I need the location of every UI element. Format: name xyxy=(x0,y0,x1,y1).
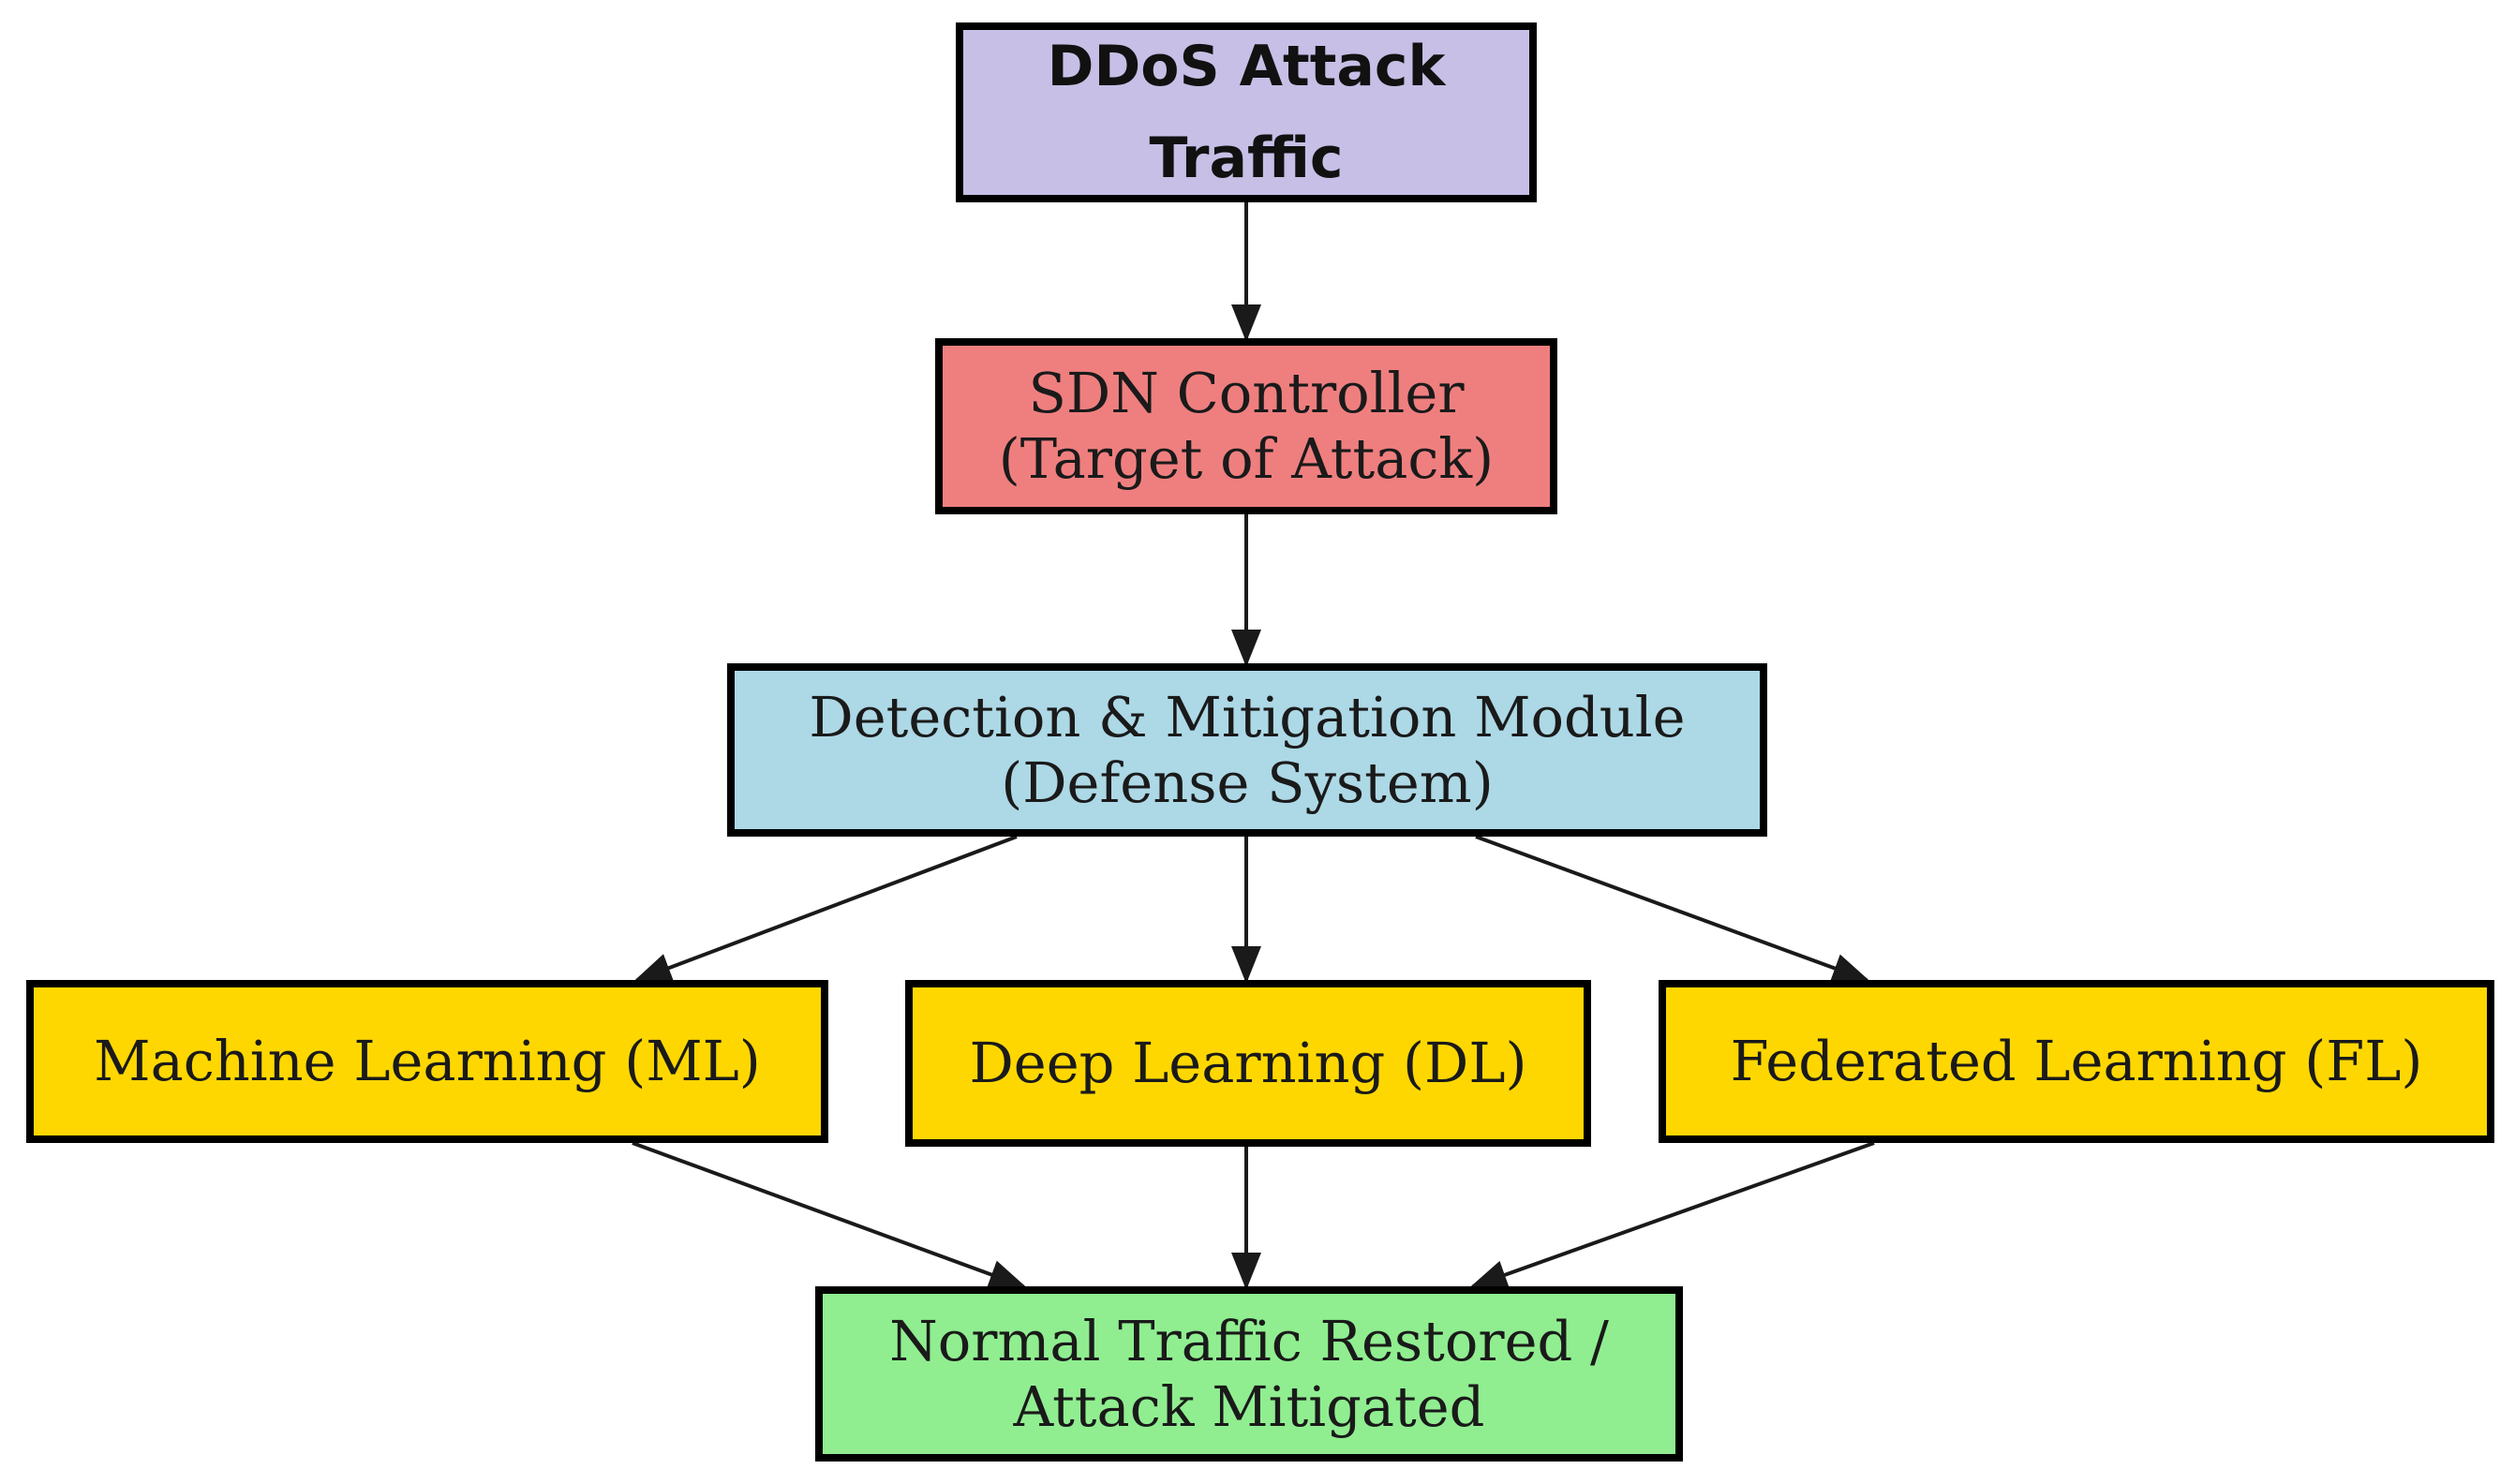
edge-ml-to-restored xyxy=(632,1141,1027,1289)
machine-learning-node: Machine Learning (ML) xyxy=(26,980,828,1143)
edge-defense-to-ml xyxy=(633,835,1018,983)
node-label-line: Attack Mitigated xyxy=(1013,1373,1485,1439)
node-label-line: (Target of Attack) xyxy=(998,426,1495,491)
edge-defense-to-fl xyxy=(1475,835,1870,983)
deep-learning-node: Deep Learning (DL) xyxy=(905,980,1591,1147)
node-label-line: DDoS Attack xyxy=(1047,34,1446,99)
normal-traffic-restored-node: Normal Traffic Restored / Attack Mitigat… xyxy=(815,1286,1683,1462)
node-label-line: (Defense System) xyxy=(1001,749,1494,815)
node-label-line: Machine Learning (ML) xyxy=(94,1029,761,1093)
federated-learning-node: Federated Learning (FL) xyxy=(1659,980,2494,1143)
node-label-line: Deep Learning (DL) xyxy=(969,1031,1527,1095)
edge-fl-to-restored xyxy=(1469,1141,1875,1289)
node-label-line: SDN Controller xyxy=(1028,361,1465,425)
node-label-line: Normal Traffic Restored / xyxy=(889,1308,1609,1373)
node-label-line: Traffic xyxy=(1149,126,1344,191)
sdn-controller-node: SDN Controller (Target of Attack) xyxy=(935,338,1557,514)
detection-mitigation-module-node: Detection & Mitigation Module (Defense S… xyxy=(727,663,1767,837)
ddos-attack-traffic-node: DDoS Attack Traffic xyxy=(956,22,1537,202)
node-label-line: Federated Learning (FL) xyxy=(1730,1029,2423,1093)
node-label-line: Detection & Mitigation Module xyxy=(809,684,1686,749)
